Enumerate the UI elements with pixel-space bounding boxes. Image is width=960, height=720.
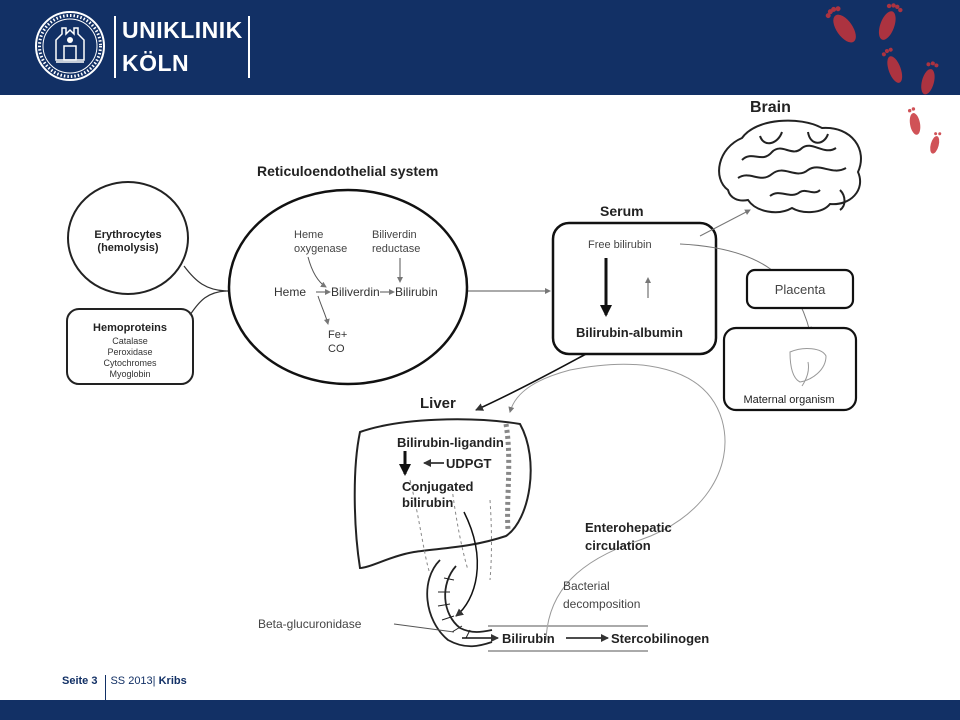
bilirubin-metabolism-diagram: Brain Reticuloendothelial system Erythro… [66, 99, 862, 652]
erythrocytes-node [67, 181, 189, 295]
maternal-organism-node [722, 326, 858, 412]
brain-illustration [718, 119, 862, 214]
heme-to-fe-arrow [317, 295, 330, 325]
placenta-label: Placenta [775, 282, 826, 297]
co-label: CO [328, 343, 345, 355]
hemoproteins-item: Cytochromes [103, 358, 157, 368]
udpgt-label: UDPGT [446, 456, 492, 471]
intestine-bilirubin-label: Bilirubin [502, 631, 555, 646]
footer-band [0, 700, 960, 720]
serum-to-maternal-arrow [679, 243, 812, 333]
res-title: Reticuloendothelial system [257, 163, 438, 179]
heme-oxygenase-label-1: Heme [294, 229, 323, 241]
bilirubin-ligandin-label: Bilirubin-ligandin [397, 435, 504, 450]
bacterial-label-1: Bacterial [563, 579, 610, 593]
brand-divider-right [248, 16, 250, 78]
biliverdin-reductase-label-2: reductase [372, 243, 420, 255]
brand-wordmark: UNIKLINIK KÖLN [122, 14, 243, 80]
brand-divider-left [114, 16, 116, 78]
serum-to-brain-arrow [699, 209, 751, 237]
heme-oxygenase-label-2: oxygenase [294, 243, 347, 255]
heme-oxygenase-arrow [307, 256, 327, 288]
res-node [227, 188, 469, 386]
enterohepatic-label-1: Enterohepatic [585, 520, 672, 535]
hemoproteins-title: Hemoproteins [93, 322, 167, 334]
conjugated-label-2: bilirubin [402, 495, 453, 510]
beta-glucuronidase-label: Beta-glucuronidase [258, 617, 362, 631]
hemoproteins-item: Catalase [112, 336, 148, 346]
serum-to-liver-arrow [475, 353, 587, 411]
erythrocytes-label-2: (hemolysis) [97, 242, 158, 254]
enterohepatic-label-2: circulation [585, 538, 651, 553]
bilirubin-albumin-label: Bilirubin-albumin [576, 325, 683, 340]
header-bar: UNIKLINIK KÖLN [0, 0, 960, 95]
conjugated-to-intestine-arrow [455, 511, 479, 617]
hemoproteins-item: Myoglobin [109, 369, 150, 379]
maternal-organism-label: Maternal organism [743, 394, 834, 406]
hemoproteins-item: Peroxidase [107, 347, 152, 357]
conjugated-label-1: Conjugated [402, 479, 474, 494]
author-label: Kribs [158, 675, 187, 687]
free-bilirubin-label: Free bilirubin [588, 239, 652, 251]
brand-line-2: KÖLN [122, 50, 190, 76]
serum-node [551, 221, 718, 356]
liver-label: Liver [420, 395, 456, 412]
erythrocytes-label-1: Erythrocytes [94, 229, 161, 241]
serum-label: Serum [600, 203, 644, 219]
stercobilinogen-label: Stercobilinogen [611, 631, 709, 646]
hemoproteins-connector [189, 290, 227, 316]
beta-glucuronidase-connector [393, 623, 455, 633]
fe-label: Fe+ [328, 329, 347, 341]
page-number: Seite 3 [62, 675, 98, 687]
biliverdin-label: Biliverdin [331, 285, 380, 299]
semester-label: SS 2013| [110, 675, 156, 687]
maternal-liver-icon [789, 348, 827, 387]
duodenum-illustration [426, 559, 493, 648]
heme-label: Heme [274, 285, 306, 299]
placenta-node [745, 268, 855, 310]
brand-line-1: UNIKLINIK [122, 17, 243, 43]
university-seal-logo [35, 11, 105, 81]
res-bilirubin-label: Bilirubin [395, 285, 438, 299]
slide-footer: Seite 3 SS 2013| Kribs [62, 675, 187, 715]
footprints-decoration [825, 3, 942, 154]
erythrocytes-connector [183, 265, 227, 292]
brain-label: Brain [750, 99, 791, 116]
hemoproteins-node [66, 308, 194, 385]
biliverdin-reductase-label-1: Biliverdin [372, 229, 417, 241]
bacterial-label-2: decomposition [563, 597, 640, 611]
enterohepatic-loop [508, 363, 726, 641]
liver-illustration [353, 418, 532, 581]
footer-divider [105, 675, 107, 715]
